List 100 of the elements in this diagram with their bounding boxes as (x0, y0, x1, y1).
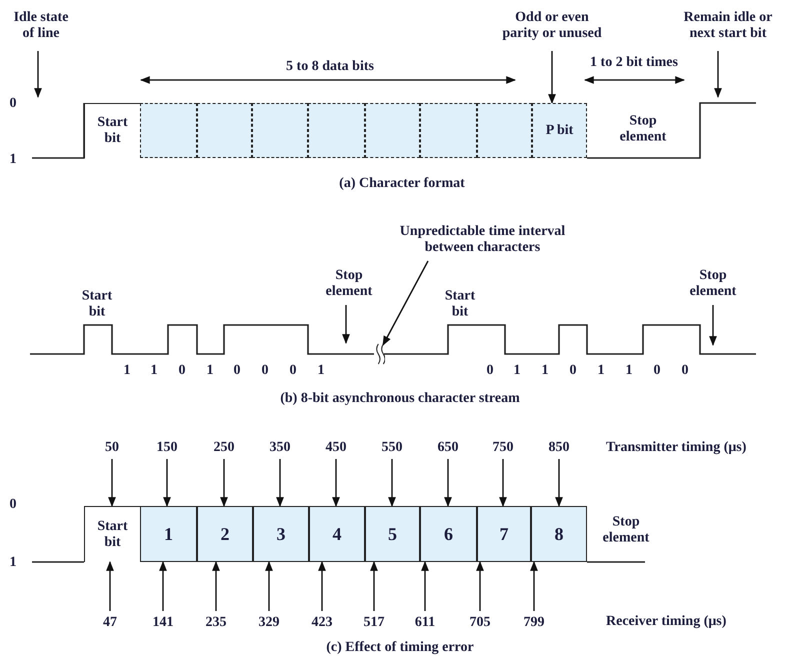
caption: (a) Character format (339, 176, 465, 192)
timing-value: 423 (302, 614, 342, 631)
timing-value: 350 (260, 439, 300, 456)
level-label: 0 (10, 497, 16, 513)
arrow (555, 459, 563, 507)
axis-label: Transmitter timing (μs) (606, 440, 746, 456)
timing-value: 150 (147, 439, 187, 456)
bit-value: 1 (626, 363, 632, 379)
arrow (265, 561, 273, 611)
bit-value: 0 (682, 363, 688, 379)
data-bit-cell (365, 103, 420, 158)
arrow (421, 561, 429, 611)
arrow (530, 561, 538, 611)
data-bit-cell (532, 103, 587, 158)
bit-value: 0 (654, 363, 660, 379)
arrow (108, 459, 116, 507)
bit-value: 1 (542, 363, 548, 379)
cell-text: P bit (544, 122, 574, 138)
timing-value: 50 (92, 439, 132, 456)
arrow (342, 305, 350, 344)
timing-value: 650 (428, 439, 468, 456)
data-bit-cell (420, 103, 477, 158)
bit-value: 0 (570, 363, 576, 379)
timing-value: 850 (539, 439, 579, 456)
bit-value: 1 (318, 363, 324, 379)
caption: (b) 8-bit asynchronous character stream (280, 391, 520, 407)
data-bit-cell (252, 103, 308, 158)
bit-cell (197, 506, 253, 562)
annotation: Unpredictable time interval between characters (380, 222, 585, 258)
segment-label: Stop element (618, 113, 668, 145)
annotation: Idle state of line (8, 4, 74, 48)
axis-label: Receiver timing (μs) (606, 614, 726, 630)
data-bit-cell (477, 103, 532, 158)
bit-cell (140, 506, 197, 562)
segment-label: Stop element (602, 514, 650, 546)
timing-value: 329 (249, 614, 289, 631)
annotation: Odd or even parity or unused (498, 4, 606, 48)
timing-value: 799 (514, 614, 554, 631)
cell-text: 5 (387, 524, 398, 544)
level-label: 0 (10, 96, 16, 112)
bit-value: 0 (234, 363, 240, 379)
annotation: Stop element (318, 266, 380, 302)
bit-cell (309, 506, 365, 562)
timing-value: 750 (483, 439, 523, 456)
arrow (163, 459, 171, 507)
arrow (159, 561, 167, 611)
cell-text: Start bit (96, 518, 129, 550)
leader-arrow (382, 260, 429, 346)
bit-value: 1 (206, 363, 214, 379)
arrow (709, 305, 717, 346)
timing-value: 450 (316, 439, 356, 456)
bit-cell (365, 506, 420, 562)
arrow (276, 459, 284, 507)
dimension-label: 1 to 2 bit times (590, 55, 678, 71)
segment-label: Start bit (80, 288, 114, 320)
data-bit-cell (308, 103, 365, 158)
bit-value: 0 (178, 363, 186, 379)
bit-value: 0 (290, 363, 296, 379)
break-mark (375, 343, 385, 365)
cell-text: 8 (554, 524, 564, 544)
level-label: 1 (10, 152, 16, 168)
bit-cell (253, 506, 309, 562)
bit-value: 0 (486, 363, 494, 379)
cell-text: 2 (220, 524, 230, 544)
arrow (212, 561, 220, 611)
timing-value: 47 (90, 614, 130, 631)
arrow (220, 459, 228, 507)
timing-value: 141 (143, 614, 183, 631)
bit-value: 1 (124, 363, 130, 379)
bit-value: 0 (262, 363, 268, 379)
bit-value: 1 (598, 363, 604, 379)
data-bit-cell (197, 103, 252, 158)
dimension-label: 5 to 8 data bits (286, 59, 374, 75)
cell-text: 7 (498, 524, 510, 544)
timing-value: 550 (372, 439, 412, 456)
annotation: Stop element (682, 266, 744, 302)
timing-value: 611 (405, 614, 445, 631)
arrow (444, 459, 452, 507)
annotation: Remain idle or next start bit (670, 4, 786, 48)
level-label: 1 (10, 555, 16, 571)
timing-value: 517 (354, 614, 394, 631)
arrow (332, 459, 340, 507)
cell-text: 4 (332, 524, 342, 544)
segment-label: Start bit (444, 288, 476, 320)
bit-cell (477, 506, 531, 562)
bit-value: 1 (514, 363, 520, 379)
arrow (714, 51, 722, 98)
arrow (34, 51, 42, 98)
arrow (476, 561, 484, 611)
data-bit-cell (140, 103, 197, 158)
bit-cell (420, 506, 477, 562)
cell-text: 3 (276, 524, 286, 544)
caption: (c) Effect of timing error (326, 640, 474, 656)
timing-value: 235 (196, 614, 236, 631)
arrow (370, 561, 378, 611)
timing-value: 705 (460, 614, 500, 631)
bit-value: 1 (150, 363, 158, 379)
timing-value: 250 (204, 439, 244, 456)
cell-text: 6 (443, 524, 454, 544)
cell-text: Start bit (96, 115, 129, 147)
